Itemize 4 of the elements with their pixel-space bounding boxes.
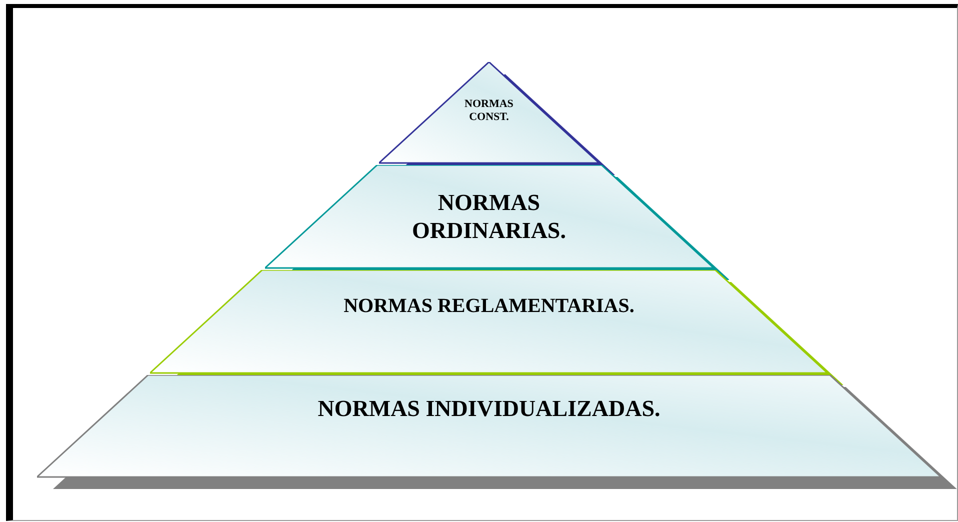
tier-label: NORMAS REGLAMENTARIAS.: [344, 294, 634, 318]
tier-label: NORMAS ORDINARIAS.: [410, 189, 567, 244]
tier-label: NORMAS INDIVIDUALIZADAS.: [318, 395, 660, 423]
tier-label: NORMAS CONST.: [464, 98, 514, 124]
